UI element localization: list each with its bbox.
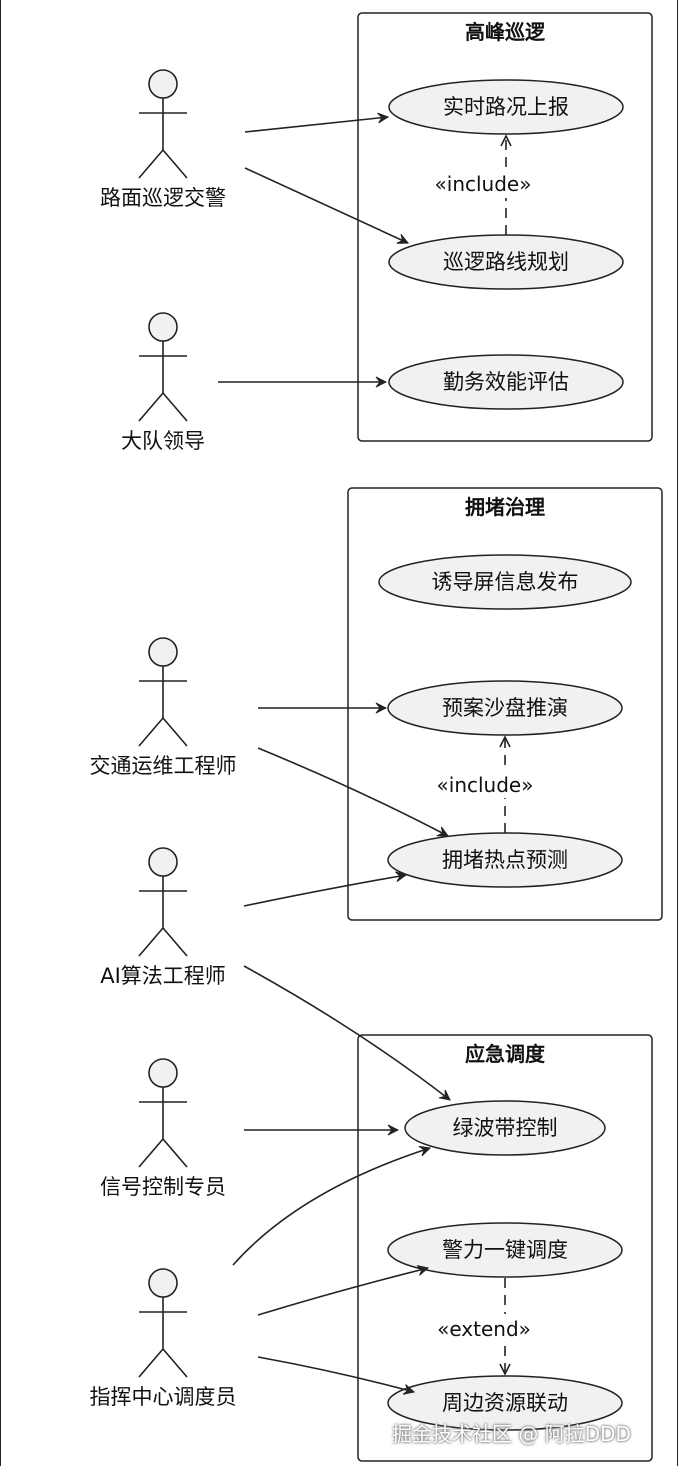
usecase-realtime-report: 实时路况上报 [388,79,624,135]
actor-dispatcher: 指挥中心调度员 [90,1268,237,1409]
usecase-one-click-dispatch: 警力一键调度 [387,1222,623,1278]
usecase-label: 绿波带控制 [453,1116,558,1140]
usecase-resource-linkage: 周边资源联动 [387,1375,623,1431]
stereotype-extend-1: «extend» [437,1317,531,1341]
actor-label: 大队领导 [121,429,205,453]
usecase-label: 警力一键调度 [442,1238,568,1262]
watermark-text: 掘金技术社区 @ 阿拉DDD [392,1422,631,1446]
assoc-patrol-to-route [244,167,408,243]
usecase-label: 周边资源联动 [442,1391,568,1415]
actor-brigade-leader: 大队领导 [121,312,205,453]
stereotype-include-1: «include» [435,172,532,196]
usecase-label: 勤务效能评估 [443,370,569,394]
package-title-congestion: 拥堵治理 [465,495,545,519]
usecase-route-planning: 巡逻路线规划 [388,234,624,290]
actor-label: 指挥中心调度员 [90,1385,237,1409]
actor-signal-specialist: 信号控制专员 [100,1058,226,1199]
assoc-ai-to-greenwave [243,965,450,1100]
actor-label: AI算法工程师 [100,964,226,988]
usecase-sandbox-drill: 预案沙盘推演 [387,680,623,736]
actor-label: 信号控制专员 [100,1175,226,1199]
assoc-traffic-to-hotspot [257,747,448,837]
actor-label: 路面巡逻交警 [100,186,226,210]
usecase-label: 巡逻路线规划 [443,250,569,274]
actor-label: 交通运维工程师 [90,754,237,778]
associations [218,117,450,1392]
stereotype-include-2: «include» [437,773,534,797]
package-title-patrol: 高峰巡逻 [465,20,546,44]
usecase-label: 实时路况上报 [443,95,569,119]
usecase-label: 诱导屏信息发布 [432,570,579,594]
usecase-guidance-screen: 诱导屏信息发布 [378,554,632,610]
actor-traffic-engineer: 交通运维工程师 [90,637,237,778]
usecase-label: 拥堵热点预测 [442,848,568,872]
assoc-patrol-to-report [244,117,388,133]
assoc-dispatcher-to-linkage [257,1356,414,1392]
actor-ai-engineer: AI算法工程师 [100,847,226,988]
usecase-duty-evaluation: 勤务效能评估 [388,354,624,410]
assoc-dispatcher-to-dispatch [257,1268,428,1316]
assoc-ai-to-hotspot [243,875,406,907]
usecase-green-wave: 绿波带控制 [404,1100,606,1156]
actor-patrol-officer: 路面巡逻交警 [100,69,226,210]
package-title-emergency: 应急调度 [465,1042,546,1066]
usecase-label: 预案沙盘推演 [442,696,568,720]
assoc-dispatcher-to-greenwave [232,1148,430,1266]
